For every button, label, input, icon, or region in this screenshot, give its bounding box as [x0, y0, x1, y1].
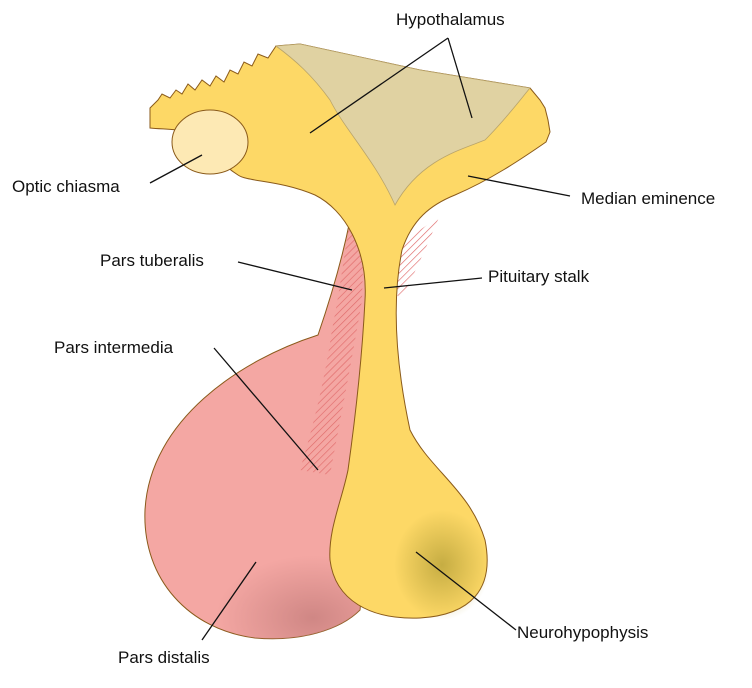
label-pituitary-stalk: Pituitary stalk [488, 267, 590, 286]
label-pars-distalis: Pars distalis [118, 648, 210, 667]
label-optic-chiasma: Optic chiasma [12, 177, 120, 196]
leader-median-eminence [468, 176, 570, 196]
label-pars-tuberalis: Pars tuberalis [100, 251, 204, 270]
label-hypothalamus: Hypothalamus [396, 10, 505, 29]
label-neurohypophysis: Neurohypophysis [517, 623, 648, 642]
neurohypophysis-shading [394, 510, 490, 620]
label-median-eminence: Median eminence [581, 189, 715, 208]
leader-pars-tuberalis [238, 262, 352, 290]
label-pars-intermedia: Pars intermedia [54, 338, 174, 357]
